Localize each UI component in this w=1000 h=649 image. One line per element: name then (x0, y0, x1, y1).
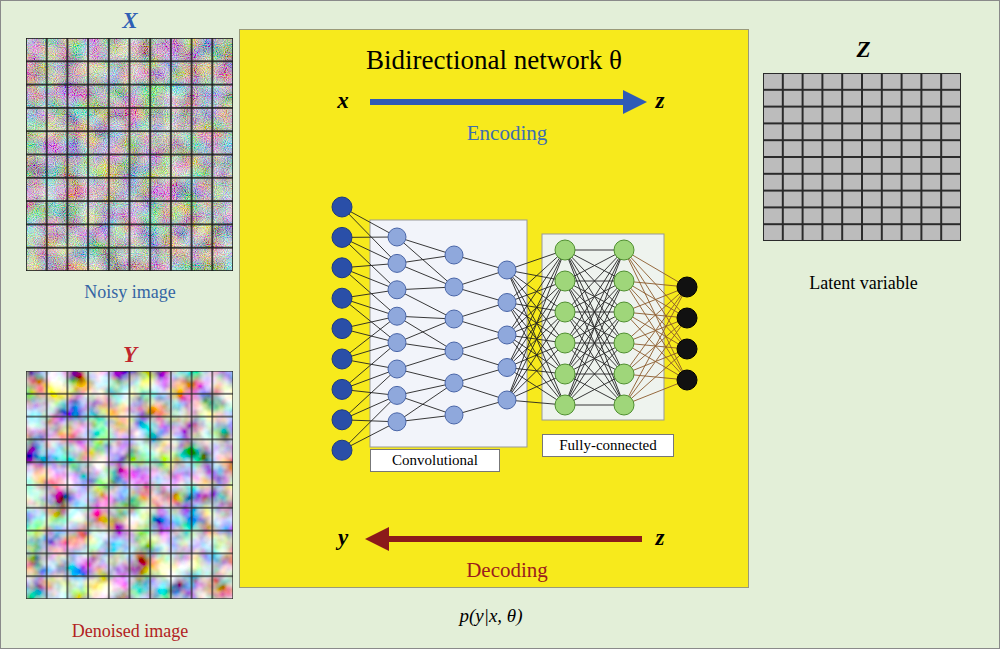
neuron (445, 310, 463, 328)
connection-line (565, 312, 624, 405)
variable-label: z (645, 87, 675, 115)
neuron (555, 395, 575, 415)
network-illustration (240, 30, 750, 589)
neuron (332, 440, 352, 460)
neuron (614, 395, 634, 415)
neuron (498, 391, 516, 409)
connection-line (565, 250, 624, 343)
neuron (498, 359, 516, 377)
network-box: Bidirectional network θ Convolutional Full… (239, 29, 749, 588)
variable-label: y (328, 524, 358, 552)
neuron (332, 258, 352, 278)
neuron (614, 271, 634, 291)
direction-label: Decoding (407, 556, 607, 584)
latent-grid (763, 73, 961, 241)
conv-panel (370, 220, 527, 447)
neuron (614, 240, 634, 260)
image-panel: Z Latent variable (761, 36, 966, 298)
noisy-image-grid (26, 38, 233, 271)
neuron (332, 319, 352, 339)
variable-label: x (328, 87, 358, 115)
network-title: Bidirectional network θ (240, 42, 748, 78)
neuron (388, 386, 406, 404)
panel-heading: Y (21, 341, 239, 369)
connection-line (507, 312, 565, 400)
neuron (332, 288, 352, 308)
layer-label: Fully-connected (543, 435, 673, 456)
grid-lines (763, 73, 961, 241)
neuron (614, 333, 634, 353)
neuron (445, 342, 463, 360)
grid-lines (26, 371, 233, 599)
grid-lines (26, 38, 233, 271)
neuron (555, 302, 575, 322)
neuron (677, 339, 697, 359)
neuron (445, 406, 463, 424)
neurons (332, 197, 697, 460)
neuron (498, 294, 516, 312)
neuron (332, 410, 352, 430)
neuron (332, 379, 352, 399)
panel-caption: Latent variable (761, 268, 966, 298)
neuron (388, 334, 406, 352)
neuron (388, 228, 406, 246)
connection-line (507, 250, 565, 335)
panel-caption: Noisy image (21, 277, 239, 307)
image-panel: Y Denoised image (21, 341, 239, 646)
neuron (677, 277, 697, 297)
neuron (388, 281, 406, 299)
denoised-image-grid (26, 371, 233, 599)
layer-label-box: Convolutional (370, 449, 500, 472)
neuron (388, 307, 406, 325)
neuron (332, 349, 352, 369)
direction-label: Encoding (407, 119, 607, 147)
layer-label-box: Fully-connected (542, 434, 674, 457)
layer-label: Convolutional (371, 450, 499, 471)
connection-line (565, 312, 624, 405)
image-panel: X Noisy image (21, 7, 239, 307)
neuron (555, 240, 575, 260)
neuron (677, 370, 697, 390)
neuron (555, 271, 575, 291)
decoding-arrow (377, 536, 642, 542)
neuron (498, 261, 516, 279)
connection-line (565, 250, 624, 405)
variable-label: z (645, 524, 675, 552)
neuron (388, 254, 406, 272)
neuron (388, 360, 406, 378)
neuron (445, 374, 463, 392)
connection-line (565, 250, 624, 405)
neuron (445, 246, 463, 264)
neuron (614, 364, 634, 384)
panel-heading: X (21, 7, 239, 35)
neuron (332, 227, 352, 247)
neuron (677, 308, 697, 328)
panel-heading: Z (761, 36, 966, 64)
neuron (614, 302, 634, 322)
neuron (498, 326, 516, 344)
neuron (445, 278, 463, 296)
neuron (555, 364, 575, 384)
neuron (555, 333, 575, 353)
formula-label: p(y|x, θ) (391, 602, 591, 630)
connection-line (624, 318, 687, 405)
panel-caption: Denoised image (21, 616, 239, 646)
neuron (332, 197, 352, 217)
neuron (388, 413, 406, 431)
connection-line (565, 250, 624, 343)
encoding-arrow (370, 99, 635, 105)
